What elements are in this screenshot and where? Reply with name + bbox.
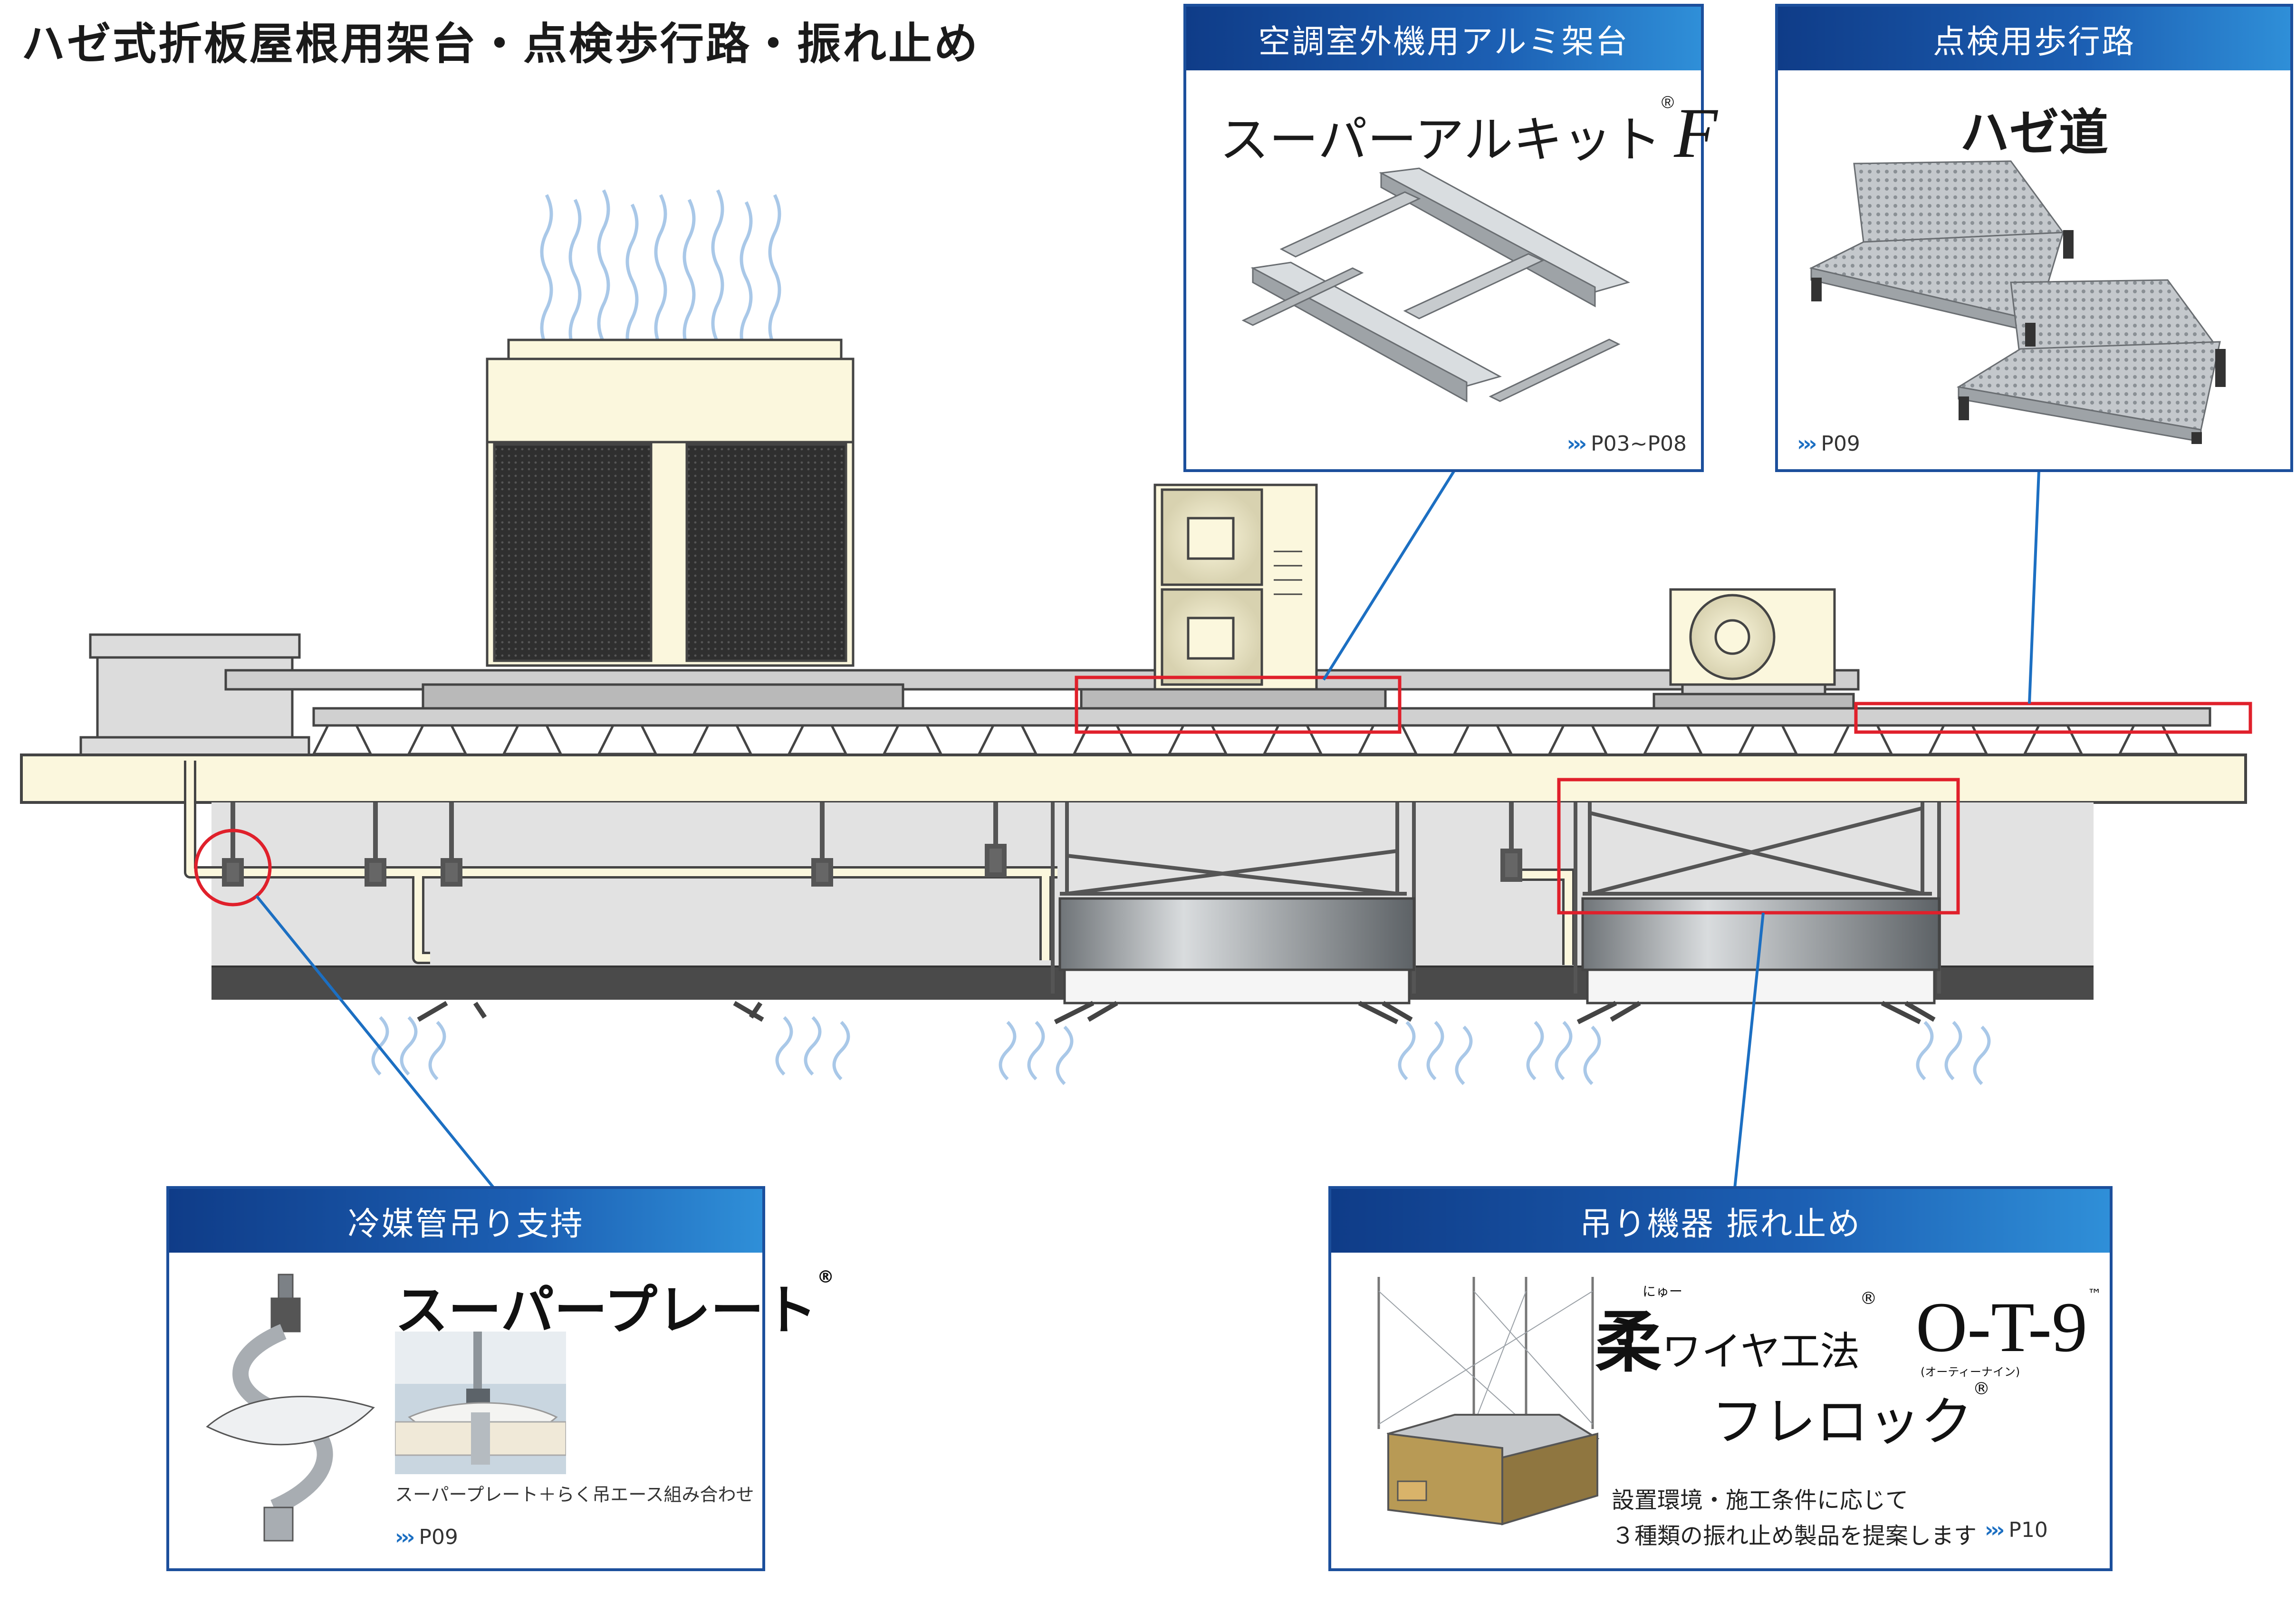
suspended-unit-brace-image: [1377, 1277, 1600, 1526]
page-reference[interactable]: ›››P09: [395, 1525, 458, 1549]
pipe-hangers: [222, 802, 1522, 887]
card-aluminum-frame[interactable]: 空調室外機用アルミ架台 スーパーアルキット®F ›››P03~P08: [1183, 4, 1718, 472]
suspended-unit-left: [1051, 802, 1416, 1024]
roof-rail: [312, 707, 2211, 727]
card-header: 点検用歩行路: [1778, 7, 2290, 70]
product-frelock: フレロック®: [1711, 1379, 1990, 1452]
ceiling-diffusers: [417, 1001, 764, 1022]
description-line-1: 設置環境・施工条件に応じて: [1612, 1487, 1909, 1514]
card-header: 空調室外機用アルミ架台: [1186, 7, 1701, 70]
roof-clamp-supports: [311, 724, 2179, 755]
product-name: ハゼ道: [1960, 104, 2108, 162]
airflow-icon: [371, 1016, 1991, 1085]
photo-caption: スーパープレート＋らく吊エース組み合わせ: [395, 1484, 754, 1505]
highlight-pipe-support: [194, 829, 272, 907]
chevron-right-icon: ›››: [1797, 432, 1817, 456]
description-line-2: ３種類の振れ止め製品を提案します: [1612, 1523, 1977, 1549]
page-reference[interactable]: ›››P03~P08: [1566, 432, 1687, 456]
page-reference[interactable]: ›››P10: [1985, 1518, 2048, 1542]
highlight-markers: [194, 676, 2252, 915]
chevron-right-icon: ›››: [395, 1525, 415, 1549]
leader-lines: [255, 470, 2040, 1189]
chevron-right-icon: ›››: [1985, 1518, 2005, 1542]
highlight-walkway: [1854, 702, 2252, 734]
product-ot9: O-T-9™ (オーティーナイン): [1916, 1286, 2102, 1379]
card-sway-brace[interactable]: 吊り機器 振れ止め にゅー 柔ワイヤ工法® O-T-9™ (オーティーナイン) …: [1328, 1186, 2113, 1571]
outdoor-ac-unit-small: [1669, 588, 1836, 700]
highlight-aluminum-frame: [1075, 676, 1402, 734]
aluminum-frame-image: [1241, 167, 1630, 403]
super-plate-installed-photo: [395, 1332, 566, 1474]
card-walkway[interactable]: 点検用歩行路 ハゼ道 ›››P09: [1775, 4, 2293, 472]
walkway-panel-image: [1809, 160, 2226, 444]
card-pipe-support[interactable]: 冷媒管吊り支持 スーパープレート® スーパープレート＋らく吊エース組み合わせ ›…: [166, 1186, 834, 1571]
rooftop-box: [79, 633, 310, 758]
refrigerant-pipes-inner: [186, 761, 1057, 962]
super-plate-image: [206, 1274, 375, 1542]
product-nyuu-wire: にゅー 柔ワイヤ工法®: [1595, 1284, 1877, 1385]
product-name: スーパーアルキット®F: [1220, 92, 1718, 173]
cooling-tower: [486, 338, 855, 667]
chevron-right-icon: ›››: [1566, 432, 1587, 456]
product-ruby: (オーティーナイン): [1921, 1365, 2020, 1379]
card-header: 吊り機器 振れ止め: [1331, 1189, 2110, 1253]
highlight-sway-brace: [1557, 778, 1960, 915]
product-name: スーパープレート®: [395, 1267, 835, 1342]
page-title: ハゼ式折板屋根用架台・点検歩行路・振れ止め: [21, 19, 980, 69]
page-reference[interactable]: ›››P09: [1797, 432, 1860, 456]
heat-wave-icon: [540, 189, 781, 357]
product-ruby: にゅー: [1643, 1284, 1683, 1299]
card-header: 冷媒管吊り支持: [169, 1189, 762, 1253]
outdoor-ac-unit-stacked: [1153, 483, 1318, 691]
